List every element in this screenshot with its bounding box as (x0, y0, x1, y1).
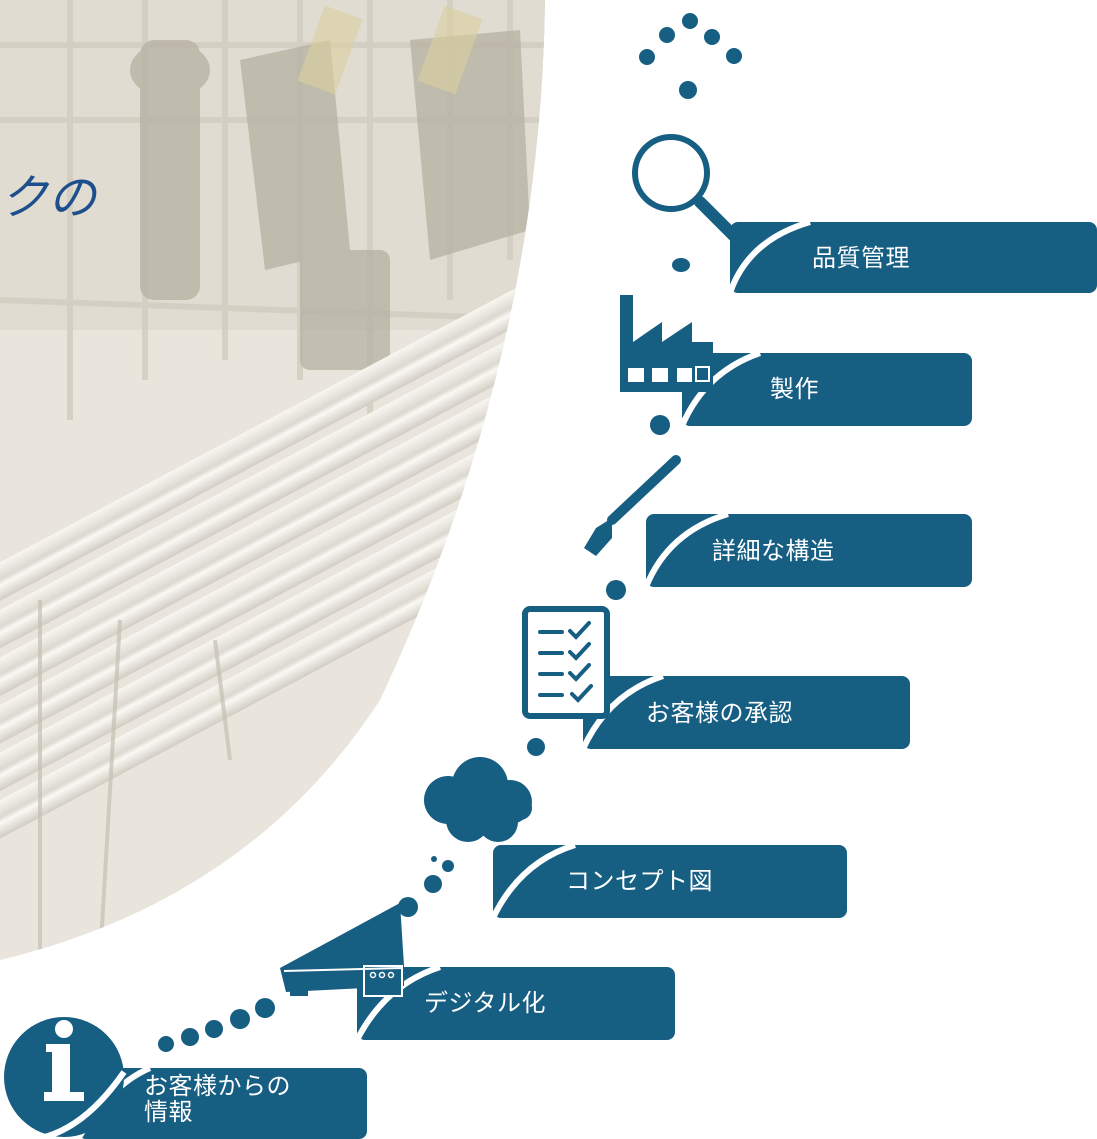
pen-icon (584, 455, 681, 556)
step-label-detail: 詳細な構造 (712, 537, 835, 565)
cloud-icon (424, 757, 532, 842)
step-label-digitize: デジタル化 (424, 989, 547, 1017)
step-label-info: お客様からの 情報 (144, 1072, 291, 1126)
step-box-quality (727, 219, 1097, 294)
checklist-icon (522, 606, 610, 719)
step-label-production: 製作 (770, 375, 819, 403)
connector-dots (158, 13, 742, 1052)
step-box-production (679, 350, 972, 428)
step-box-concept (490, 842, 847, 920)
background-photo (0, 0, 545, 960)
step-label-quality: 品質管理 (812, 244, 910, 272)
factory-icon (620, 295, 713, 392)
scanner-icon (280, 903, 404, 997)
step-box-detail (643, 511, 972, 589)
step-box-approval (580, 673, 910, 751)
step-label-approval: お客様の承認 (646, 699, 793, 727)
info-icon (4, 1017, 127, 1139)
page-heading-fragment: クの (0, 170, 97, 226)
step-label-concept: コンセプト図 (566, 867, 713, 895)
magnifier-icon (632, 134, 740, 242)
